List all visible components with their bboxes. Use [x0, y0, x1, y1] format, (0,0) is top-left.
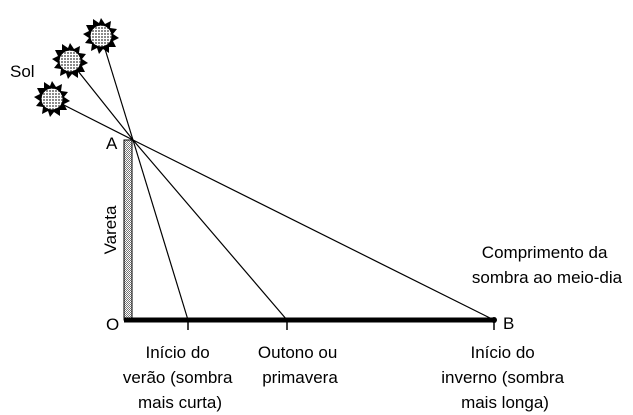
sun-ray-high — [100, 35, 134, 141]
point-o-label: O — [106, 315, 119, 334]
rod — [123, 139, 133, 321]
sun-ray-low — [51, 98, 134, 141]
point-a-label: A — [106, 134, 118, 153]
shadow-line-summer — [132, 139, 189, 321]
marker-summer-label: Início do verão (sombra mais curta) — [123, 343, 237, 412]
marker-winter-label: Início do inverno (sombra mais longa) — [441, 343, 569, 412]
rod-label: Vareta — [101, 205, 120, 254]
shadow-line-winter — [132, 139, 495, 321]
sun-icon — [83, 18, 119, 54]
sun-icon — [52, 43, 88, 79]
shadow-line-equinox — [132, 139, 288, 321]
point-b-label: B — [503, 314, 514, 333]
sun-icon — [34, 81, 70, 117]
shadow-length-title: Comprimento da sombra ao meio-dia — [472, 243, 623, 287]
sun-label: Sol — [10, 62, 35, 81]
point-b-dot — [491, 317, 497, 323]
sun-ray-mid — [69, 60, 134, 141]
marker-equinox-label: Outono ou primavera — [258, 343, 342, 387]
